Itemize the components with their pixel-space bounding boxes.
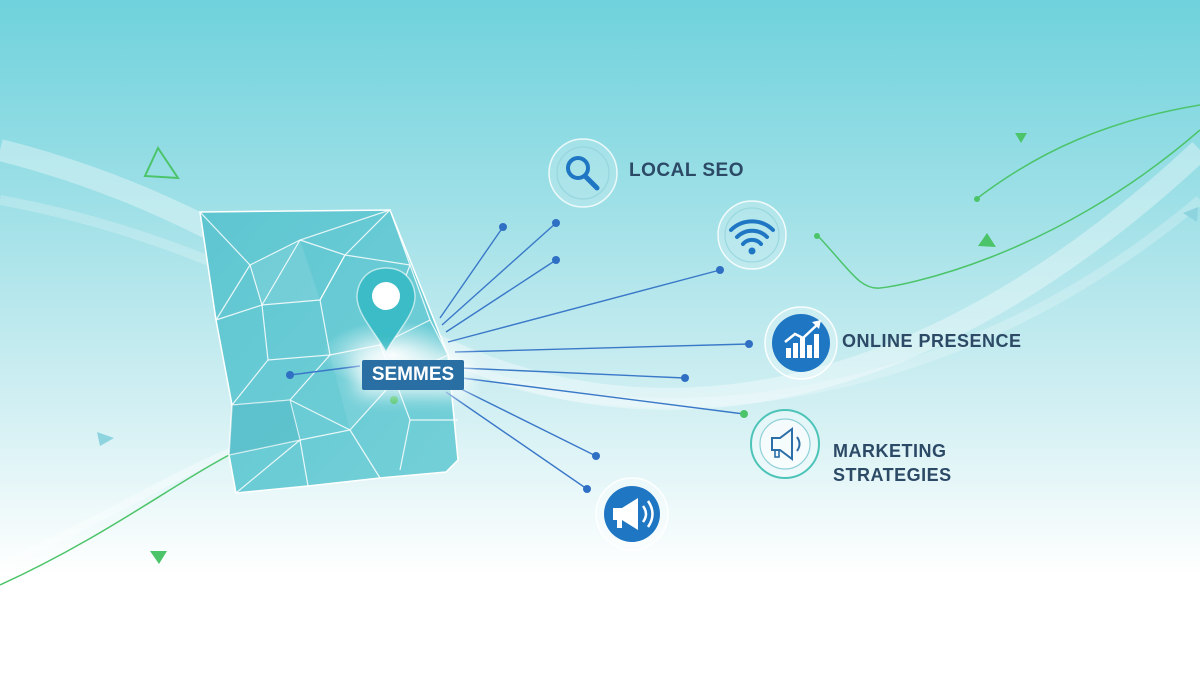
marketing-label-line1: MARKETING [833,441,947,461]
online-presence-label: ONLINE PRESENCE [842,331,1022,351]
background-swooshes [0,104,1200,586]
marketing-label-line2: STRATEGIES [833,465,952,485]
triangle-icon [1183,207,1198,222]
megaphone-icon [595,477,669,551]
location-pin-icon [356,267,416,354]
triangle-icon [150,551,167,564]
triangle-icon [1015,133,1027,143]
marketing-strategies-label: MARKETING STRATEGIES [833,439,952,487]
location-tag: SEMMES [362,360,464,390]
triangle-outline-icon [143,145,180,180]
connector-nodes [286,219,753,493]
decorative-triangles [97,133,1198,564]
local-seo-label: LOCAL SEO [629,160,744,181]
triangle-icon [978,233,996,247]
magnifier-icon [548,138,618,208]
triangle-icon [97,432,114,446]
megaphone-outline-icon [750,409,820,479]
wifi-icon [717,200,787,270]
connector-lines [289,222,750,490]
growth-chart-icon [764,306,838,380]
